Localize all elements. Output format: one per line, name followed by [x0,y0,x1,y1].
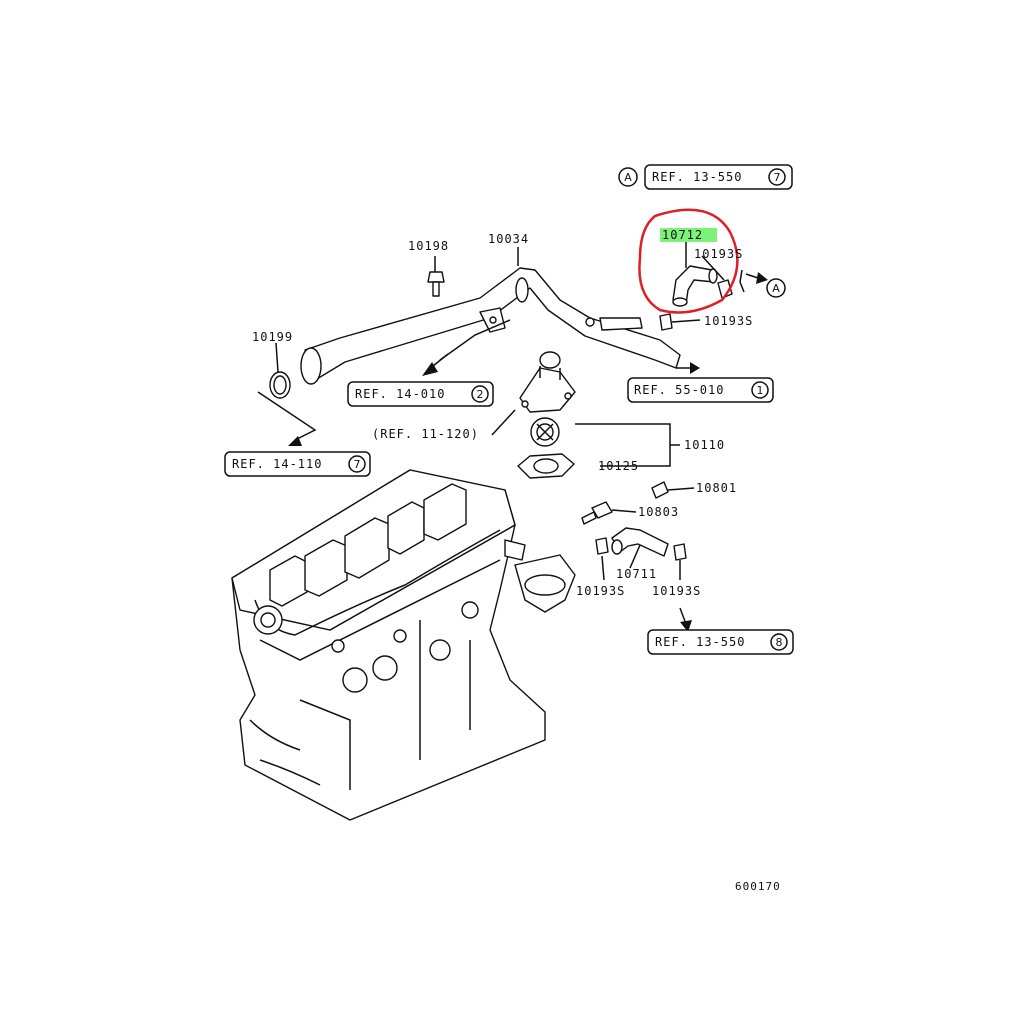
thermostat-10110 [530,417,560,447]
bolt-10198 [427,271,445,297]
gasket-10125 [517,453,575,479]
svg-text:8: 8 [776,636,783,649]
clamp-10193s-lower-left [595,537,609,555]
part-label-10125: 10125 [598,459,639,473]
marker-a-top: A [618,167,638,187]
svg-text:7: 7 [774,171,781,184]
sensor-10803 [581,501,613,525]
part-label-10711: 10711 [616,567,657,581]
svg-text:2: 2 [477,388,484,401]
svg-text:7: 7 [354,458,361,471]
svg-text:A: A [772,282,780,295]
part-label-highlight [660,228,717,242]
marker-a-right: A [766,278,786,298]
arrow-to-ref-55-010 [690,362,700,374]
part-label-10803: 10803 [638,505,679,519]
o-ring-10199 [269,371,291,399]
part-label-10193s-low-right: 10193S [652,584,701,598]
clamp-10193s-mid [659,313,673,331]
drawing-code: 600170 [735,880,781,893]
part-label-10198: 10198 [408,239,449,253]
highlight-circle [638,208,739,314]
hose-10712 [672,265,718,307]
part-label-10193s-low-left: 10193S [576,584,625,598]
clamp-10193s-lower-right [673,543,687,561]
svg-text:REF. 55-010: REF. 55-010 [634,383,724,397]
part-label-10193s-top: 10193S [694,247,743,261]
part-label-10193s-mid: 10193S [704,314,753,328]
clamp-10193s-top [717,279,733,299]
part-label-10034: 10034 [488,232,529,246]
svg-text:REF. 13-550: REF. 13-550 [655,635,745,649]
svg-text:REF. 14-010: REF. 14-010 [355,387,445,401]
svg-text:REF. 13-550: REF. 13-550 [652,170,742,184]
leader-lines [257,241,745,581]
svg-text:1: 1 [757,384,764,397]
part-label-10801: 10801 [696,481,737,495]
svg-text:A: A [624,171,632,184]
ref-box-13-550-top: REF. 13-550 7 [644,164,793,190]
arrow-to-ref-14-010 [422,353,449,376]
part-label-10110: 10110 [684,438,725,452]
thermostat-cover [519,351,576,413]
arrow-to-ref-14-110 [288,436,302,446]
water-pipe-10034 [300,267,681,385]
ref-box-55-010: REF. 55-010 1 [627,377,774,403]
ref-box-13-550-bottom: REF. 13-550 8 [647,629,794,655]
arrow-to-ref-13-550-bottom [679,607,692,632]
engine-block [231,469,546,821]
arrow-to-marker-a [745,272,768,284]
sensor-10801 [651,481,669,499]
ref-text-11-120: (REF. 11-120) [372,427,479,441]
thermostat-housing-lower [504,539,576,613]
ref-box-14-010: REF. 14-010 2 [347,381,494,407]
svg-text:REF. 14-110: REF. 14-110 [232,457,322,471]
part-label-10712: 10712 [662,228,703,242]
hose-10711 [611,527,669,557]
ref-box-14-110: REF. 14-110 7 [224,451,371,477]
part-label-10199: 10199 [252,330,293,344]
cylinder-head-cam-lobes [269,483,467,607]
